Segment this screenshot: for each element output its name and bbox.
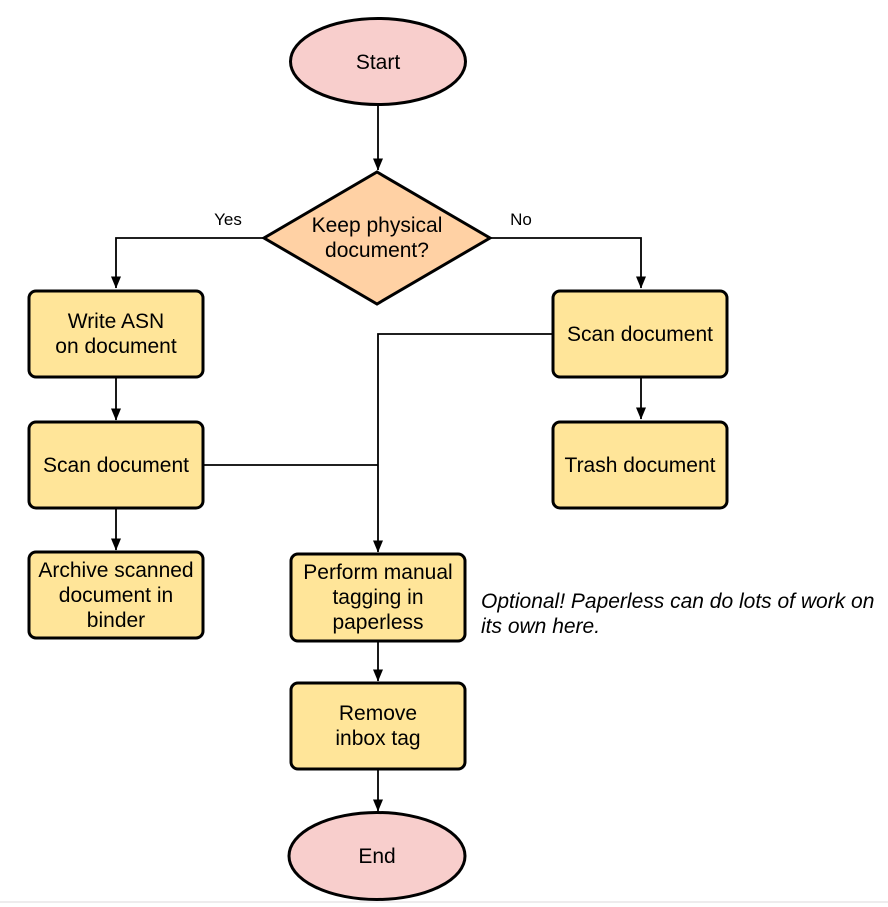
node-manual-tagging-label: Perform manual tagging in paperless	[291, 554, 465, 641]
node-manual-tagging-label-text: Perform manual tagging in paperless	[303, 561, 453, 634]
node-remove-inbox-tag-label: Remove inbox tag	[291, 683, 465, 769]
node-end-label-text: End	[358, 844, 396, 868]
optional-note: Optional! Paperless can do lots of work …	[481, 590, 875, 638]
node-decision-keep-physical	[261, 170, 493, 306]
node-archive-binder-label: Archive scanned document in binder	[29, 552, 203, 638]
edge-label-no-text: No	[510, 210, 532, 229]
bottom-divider	[0, 901, 888, 903]
node-archive-binder-label-text: Archive scanned document in binder	[38, 558, 194, 632]
node-decision-label-text: Keep physical document?	[311, 214, 443, 262]
edge-label-yes: Yes	[198, 209, 258, 231]
node-archive-binder	[27, 550, 205, 640]
node-end	[287, 811, 467, 901]
node-scan-document-trash	[551, 289, 729, 379]
edge-scan-trash-to-manual-tagging	[373, 333, 553, 553]
edge-label-no: No	[494, 209, 548, 231]
node-scan-document-keep	[27, 420, 205, 510]
edge-no-to-scan-document	[490, 237, 646, 289]
node-write-asn-label: Write ASN on document	[29, 291, 203, 377]
node-scan-document-keep-label: Scan document	[29, 422, 203, 508]
node-manual-tagging	[289, 552, 467, 643]
node-scan-document-trash-label: Scan document	[553, 291, 727, 377]
node-decision-label: Keep physical document?	[277, 174, 477, 302]
edge-label-yes-text: Yes	[214, 210, 242, 229]
node-start	[289, 17, 467, 106]
node-remove-inbox-tag-label-text: Remove inbox tag	[335, 702, 421, 750]
node-remove-inbox-tag	[289, 681, 467, 771]
node-scan-document-keep-label-text: Scan document	[43, 453, 189, 477]
node-start-label: Start	[291, 19, 465, 105]
edge-yes-to-write-asn	[111, 237, 264, 289]
node-end-label: End	[289, 812, 465, 900]
node-trash-document	[551, 420, 729, 510]
node-start-label-text: Start	[355, 50, 401, 74]
node-write-asn-label-text: Write ASN on document	[55, 310, 177, 358]
node-scan-document-trash-label-text: Scan document	[567, 322, 713, 346]
node-trash-document-label: Trash document	[553, 422, 727, 508]
node-write-asn	[27, 289, 205, 379]
node-trash-document-label-text: Trash document	[564, 453, 716, 477]
